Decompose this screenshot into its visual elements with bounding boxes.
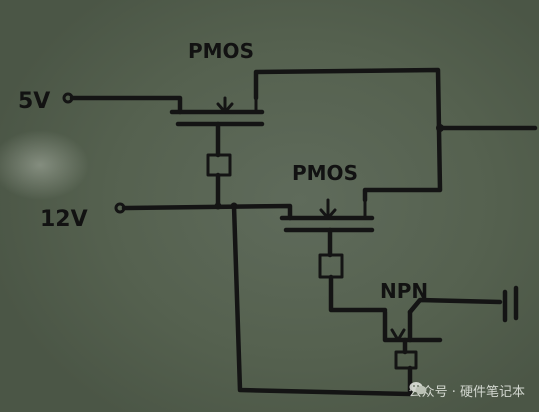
resistor-npn-base (394, 350, 418, 370)
wire-12v-bus (121, 203, 293, 221)
resistor-pmos1-gate (206, 153, 232, 177)
node-output (436, 124, 444, 132)
resistor-pmos2-gate (318, 253, 344, 279)
wire-npn-to-ground (407, 297, 503, 315)
watermark-text: 公众号 · 硬件笔记本 (408, 385, 525, 400)
wire-12v-to-npn-base (231, 203, 413, 397)
node-junction-a (214, 202, 222, 210)
wire-gate-res-to-npn (328, 274, 388, 313)
pmos-top-transistor (169, 96, 265, 127)
pmos-mid-transistor (279, 198, 375, 233)
wechat-icon (409, 382, 427, 395)
label-pmos-mid: PMOS (292, 161, 358, 185)
label-pmos-top: PMOS (188, 39, 254, 63)
label-5v: 5V (18, 89, 50, 114)
ground-symbol (502, 285, 519, 323)
wire-5v-to-pmos1-source (69, 95, 183, 115)
watermark: 公众号 · 硬件笔记本 (409, 381, 525, 400)
npn-transistor (382, 309, 443, 343)
label-12v: 12V (40, 207, 88, 232)
